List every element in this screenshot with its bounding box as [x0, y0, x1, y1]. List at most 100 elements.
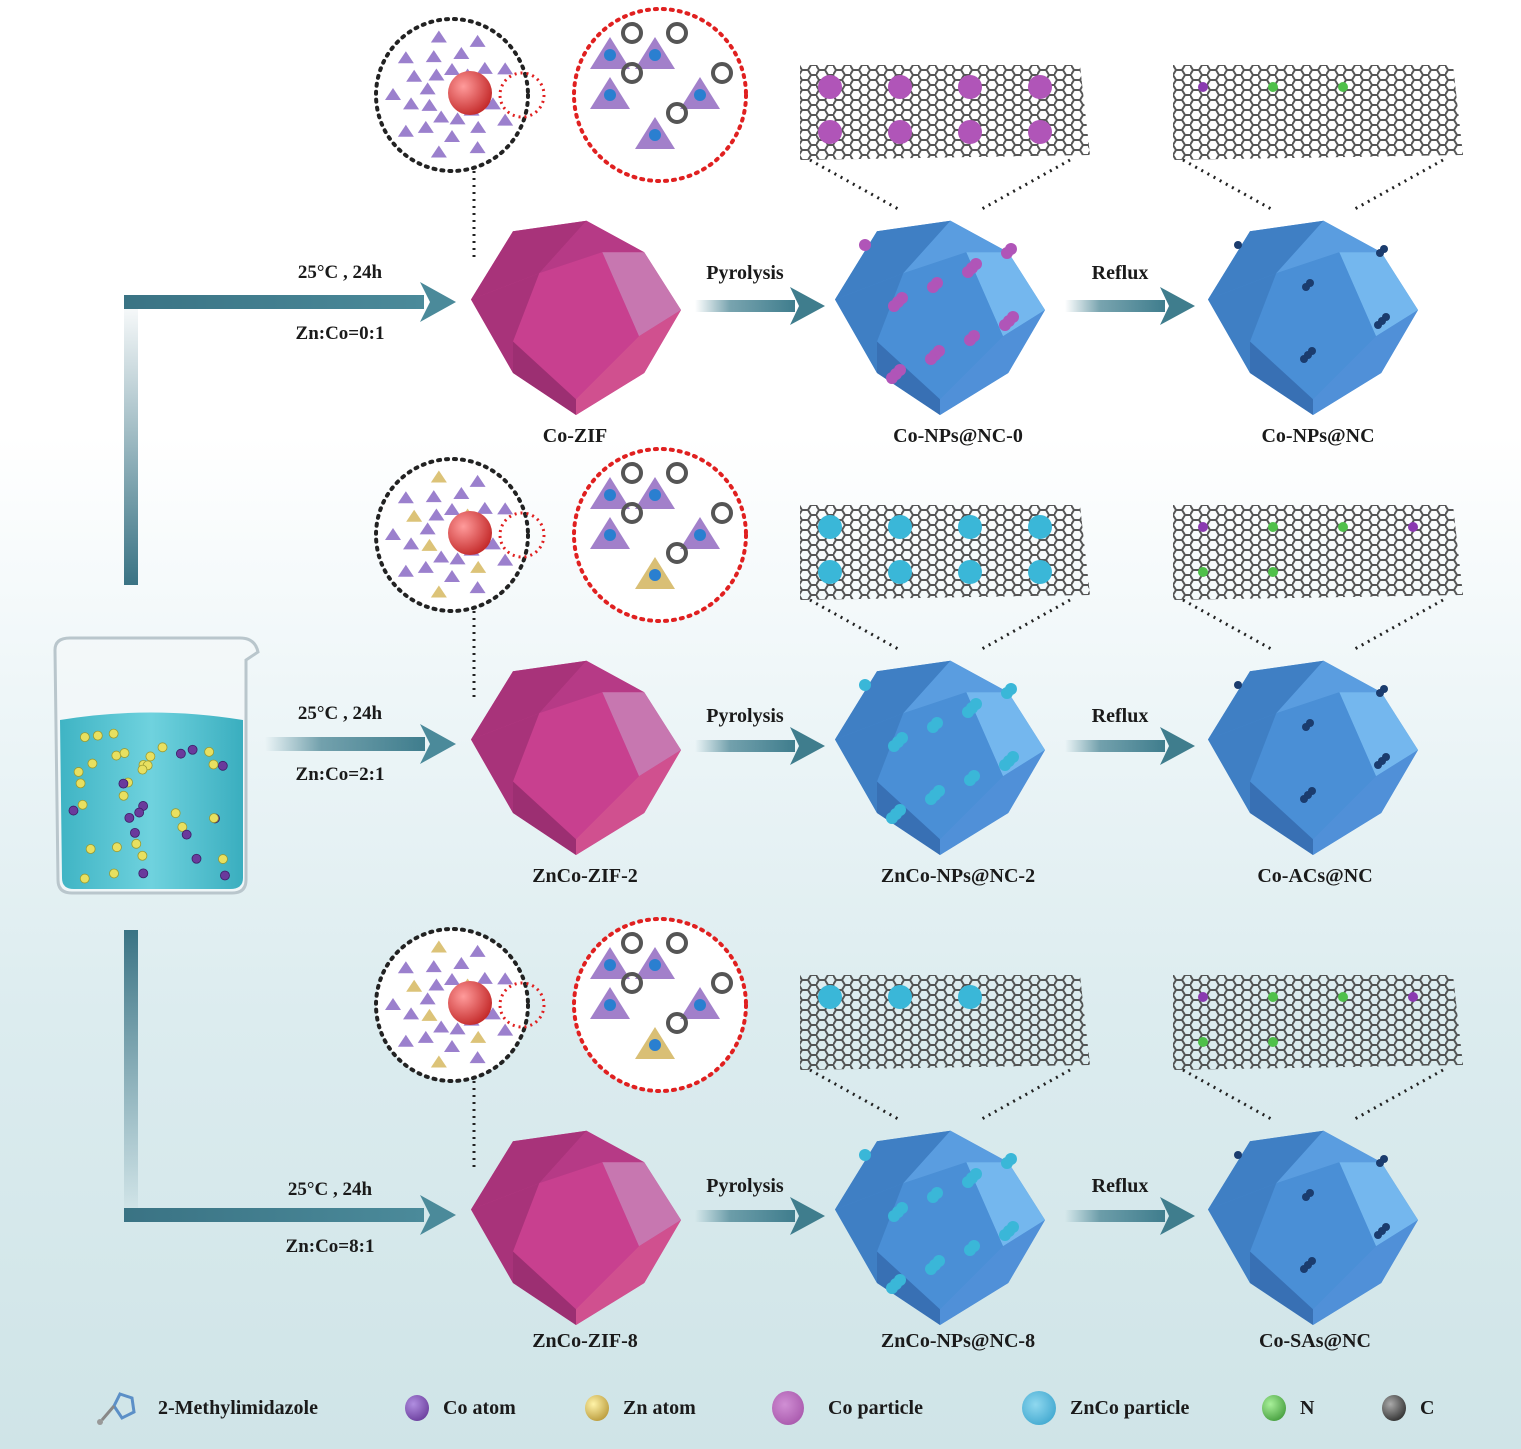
facet-bottom-left [513, 781, 576, 855]
facet-left [1208, 273, 1277, 373]
tetrahedron [385, 88, 401, 100]
surface-particle [1001, 1157, 1013, 1169]
tetrahedron [444, 1040, 460, 1052]
surface-pore [1374, 321, 1382, 329]
legend-item-zn-atom: Zn atom [585, 1388, 696, 1428]
surface-pore [1376, 249, 1384, 257]
zn-atom-dot [92, 730, 103, 741]
facet-bottom-right [576, 310, 681, 415]
tetrahedron [497, 1023, 514, 1036]
condition-temp-row2: 25°C , 24h [297, 703, 383, 724]
legend-item-co-particle: Co particle [772, 1388, 923, 1428]
graphene-particle [888, 985, 912, 1009]
tetrahedron [444, 973, 460, 985]
legend-label: N [1300, 1396, 1315, 1419]
condition-temp-row1: 25°C , 24h [297, 262, 383, 283]
zn-atom-dot [77, 799, 88, 810]
surface-pore [1302, 283, 1310, 291]
facet-bottom-right [1313, 310, 1418, 415]
condition-temp-row3: 25°C , 24h [287, 1179, 373, 1200]
tetrahedron [425, 50, 442, 63]
zn-atom-dot [79, 732, 90, 743]
surface-particle [964, 1244, 976, 1256]
step-reflux-row2: Reflux [1091, 705, 1149, 727]
tetrahedron [469, 581, 486, 594]
tetrahedron [433, 550, 450, 563]
zoom-leader [1182, 158, 1274, 212]
facet-bottom-left [1250, 1251, 1313, 1325]
surface-particle [859, 1149, 871, 1161]
facet-front [877, 252, 1003, 400]
single-atom-site [1338, 522, 1348, 532]
scheme-row-3 [374, 917, 1463, 1325]
facet-front [513, 1162, 639, 1310]
legend-label: Zn atom [623, 1396, 696, 1419]
pyrolysis-arrow-head [790, 1197, 825, 1235]
imidazole-ring [711, 972, 733, 994]
facet-left [471, 273, 540, 373]
facet-top-left [471, 220, 587, 300]
imidazole-ring [666, 22, 688, 44]
co-atom-dot [138, 868, 149, 879]
metal-node [604, 89, 616, 101]
metal-node [649, 1039, 661, 1051]
facet-front [1250, 252, 1376, 400]
legend-label: Co atom [443, 1396, 516, 1419]
co-atom-dot [217, 760, 228, 771]
graphene-particle [958, 75, 982, 99]
surface-particle [888, 740, 900, 752]
tetrahedron [484, 97, 501, 110]
zn-atom-dot [209, 813, 219, 824]
label-zif-row2: ZnCo-ZIF-2 [532, 865, 638, 887]
tetrahedron [469, 1051, 486, 1064]
magnify-region [498, 511, 546, 559]
facet-top [903, 660, 1009, 714]
tetrahedron [425, 490, 442, 503]
legend-label: Co particle [828, 1396, 923, 1419]
graphene-particle [888, 120, 912, 144]
reflux-arrow-shaft [1065, 1210, 1165, 1222]
c-atom-sphere-icon [1382, 1395, 1406, 1421]
tetrahedron [497, 553, 514, 566]
zn-atom-dot [79, 873, 90, 884]
graphene-sheet [800, 975, 1090, 1070]
graphene-particle [818, 75, 842, 99]
zn-atom-dot [177, 822, 188, 832]
n-atom-sphere-icon [1262, 1395, 1286, 1421]
condition-ratio-row2: Zn:Co=2:1 [295, 764, 385, 785]
tetrahedron [449, 112, 466, 125]
tetrahedron [470, 1030, 487, 1043]
facet-left [1208, 1183, 1277, 1283]
facet-front [1250, 1162, 1376, 1310]
facet-top-left [835, 660, 951, 740]
tetrahedron [430, 940, 447, 953]
tetrahedron [497, 972, 514, 985]
graphene-particle [818, 560, 842, 584]
surface-particle [964, 334, 976, 346]
zn-atom-dot [131, 838, 142, 849]
surface-particle [886, 1282, 898, 1294]
tetrahedron [430, 470, 447, 483]
surface-particle [962, 266, 974, 278]
zn-atom-dot [111, 750, 122, 761]
zif-structure-zoom [374, 447, 748, 700]
imidazole-ring [621, 502, 643, 524]
graphene-particle [958, 560, 982, 584]
surface-pore [1376, 1159, 1384, 1167]
facet-bottom-right [576, 750, 681, 855]
scheme-row-2 [374, 447, 1463, 855]
step-reflux-row1: Reflux [1091, 262, 1149, 284]
tetrahedron [403, 537, 420, 550]
tetrahedron [417, 560, 434, 573]
tetrahedron [419, 992, 436, 1005]
branch-line-top [124, 295, 138, 585]
zn-atom-dot [145, 751, 156, 762]
zn-atom-dot [157, 742, 168, 753]
pyrolysis-arrow-head [790, 727, 825, 765]
facet-bottom-left [877, 1251, 940, 1325]
znco-particle-sphere-icon [1022, 1391, 1056, 1425]
solution [60, 712, 243, 889]
facet-top [903, 220, 1009, 274]
facet-bottom-right [1313, 750, 1418, 855]
imidazole-ring [666, 462, 688, 484]
